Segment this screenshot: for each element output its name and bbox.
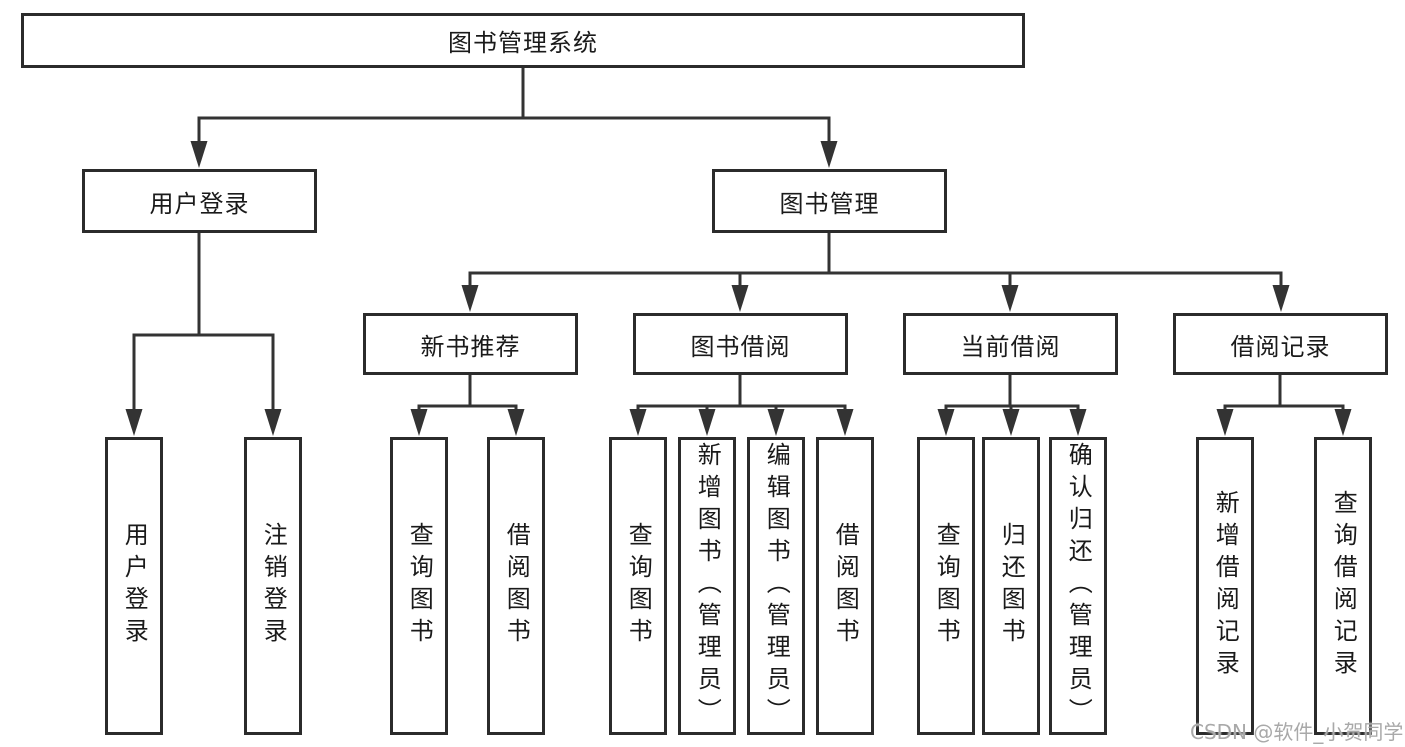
node-label: 当前借阅 bbox=[960, 332, 1061, 361]
leaf-borrow-add-books-admin: 新增图书（管理员） bbox=[678, 437, 736, 735]
leaf-label: 编辑图书（管理员） bbox=[762, 442, 791, 730]
leaf-label: 查询图书 bbox=[405, 522, 434, 650]
leaf-recommend-borrow-books: 借阅图书 bbox=[487, 437, 545, 735]
node-book-management: 图书管理 bbox=[712, 169, 947, 233]
node-label: 新书推荐 bbox=[420, 332, 521, 361]
leaf-label: 查询图书 bbox=[624, 522, 653, 650]
node-user-login: 用户登录 bbox=[82, 169, 317, 233]
leaf-user-login: 用户登录 bbox=[105, 437, 163, 735]
node-current-borrowing: 当前借阅 bbox=[903, 313, 1118, 375]
leaf-current-return-books: 归还图书 bbox=[982, 437, 1040, 735]
leaf-label: 借阅图书 bbox=[831, 522, 860, 650]
node-label: 图书管理系统 bbox=[448, 29, 598, 57]
leaf-label: 新增图书（管理员） bbox=[693, 442, 722, 730]
arrowheads bbox=[125, 141, 1352, 436]
leaf-label: 归还图书 bbox=[997, 522, 1026, 650]
leaf-label: 确认归还（管理员） bbox=[1064, 442, 1093, 730]
leaf-label: 查询借阅记录 bbox=[1329, 490, 1358, 682]
leaf-label: 注销登录 bbox=[259, 522, 288, 650]
leaf-label: 查询图书 bbox=[932, 522, 961, 650]
csdn-watermark: CSDN @软件_小贺同学 bbox=[1190, 720, 1404, 744]
node-new-book-recommend: 新书推荐 bbox=[363, 313, 578, 375]
leaf-label: 用户登录 bbox=[120, 522, 149, 650]
leaf-recommend-query-books: 查询图书 bbox=[390, 437, 448, 735]
leaf-borrow-query-books: 查询图书 bbox=[609, 437, 667, 735]
node-label: 用户登录 bbox=[149, 189, 250, 218]
node-library-system: 图书管理系统 bbox=[21, 13, 1025, 68]
leaf-label: 借阅图书 bbox=[502, 522, 531, 650]
leaf-logout: 注销登录 bbox=[244, 437, 302, 735]
node-borrowing-records: 借阅记录 bbox=[1173, 313, 1388, 375]
leaf-records-add-borrow-record: 新增借阅记录 bbox=[1196, 437, 1254, 735]
node-label: 图书借阅 bbox=[690, 332, 791, 361]
leaf-current-confirm-return-admin: 确认归还（管理员） bbox=[1049, 437, 1107, 735]
leaf-current-query-books: 查询图书 bbox=[917, 437, 975, 735]
leaf-borrow-edit-books-admin: 编辑图书（管理员） bbox=[747, 437, 805, 735]
node-label: 图书管理 bbox=[779, 189, 880, 218]
leaf-label: 新增借阅记录 bbox=[1211, 490, 1240, 682]
node-label: 借阅记录 bbox=[1230, 332, 1331, 361]
node-book-borrowing: 图书借阅 bbox=[633, 313, 848, 375]
leaf-borrow-borrow-books: 借阅图书 bbox=[816, 437, 874, 735]
leaf-records-query-borrow-record: 查询借阅记录 bbox=[1314, 437, 1372, 735]
